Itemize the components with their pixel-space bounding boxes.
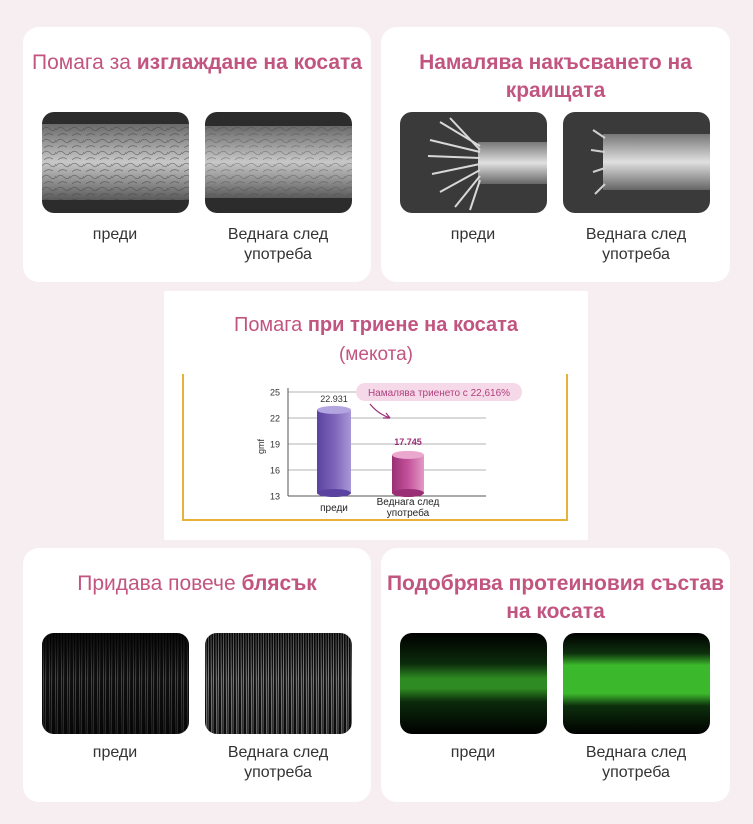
smoothing-before-image	[42, 112, 189, 213]
friction-subtitle: (мекота)	[338, 344, 413, 365]
bar-after	[392, 454, 424, 493]
split-ends-title: Намалява накъсването на краищата	[419, 51, 692, 102]
y-tick-label: 25	[270, 388, 280, 398]
split-ends-after-image	[563, 112, 710, 213]
shine-panel: Придава повече блясък	[23, 548, 371, 802]
annotation-arrow	[369, 403, 391, 419]
smoothing-panel: Помага за изглаждане на косата преди Вед…	[23, 27, 371, 282]
split-ends-panel: Намалява накъсването на краищата	[381, 27, 730, 282]
category-label-before: преди	[320, 503, 348, 514]
split-ends-after-label: Веднага след употреба	[585, 226, 687, 263]
shine-after-label: Веднага след употреба	[227, 744, 329, 781]
friction-title: Помага при триене на косата	[233, 314, 519, 336]
friction-chart: 25 22 19 16 13 gmf 22.931 17.745 преди Веднага сл…	[256, 383, 522, 519]
bar-after-base	[392, 489, 424, 497]
bar-before	[317, 409, 351, 493]
protein-after-image	[563, 633, 710, 734]
protein-title: Подобрява протеиновия състав на косата	[386, 572, 725, 623]
shine-before-label: преди	[92, 744, 138, 761]
split-ends-before-label: преди	[450, 226, 496, 243]
annotation-arrowhead	[383, 412, 391, 419]
protein-before-image	[400, 633, 547, 734]
y-tick-label: 19	[270, 440, 280, 450]
bar-before-cap	[317, 405, 351, 414]
shine-after-image	[205, 633, 352, 734]
y-tick-label: 13	[270, 492, 280, 502]
y-axis-label: gmf	[256, 438, 266, 454]
annotation-text: Намалява триенето с 22,616%	[368, 388, 510, 399]
shine-title: Придава повече блясък	[77, 572, 317, 595]
protein-panel: Подобрява протеиновия състав на косата	[381, 548, 730, 802]
y-tick-label: 16	[270, 466, 280, 476]
annotation-bubble	[356, 383, 522, 401]
protein-after-label: Веднага след употреба	[585, 744, 687, 781]
smoothing-title: Помага за изглаждане на косата	[32, 51, 362, 74]
shine-before-image	[42, 633, 189, 734]
bar-after-cap	[392, 450, 424, 459]
bar-before-base	[317, 489, 351, 497]
smoothing-after-label: Веднага след употреба	[227, 226, 329, 263]
smoothing-before-label: преди	[92, 226, 138, 243]
data-label: 22.931	[320, 394, 348, 404]
friction-chart-frame: 25 22 19 16 13 gmf 22.931 17.745 преди Веднага сл…	[182, 374, 568, 521]
split-ends-before-image	[400, 112, 547, 213]
data-label: 17.745	[394, 437, 422, 447]
smoothing-after-image	[205, 112, 352, 213]
protein-before-label: преди	[450, 744, 496, 761]
y-tick-label: 22	[270, 414, 280, 424]
